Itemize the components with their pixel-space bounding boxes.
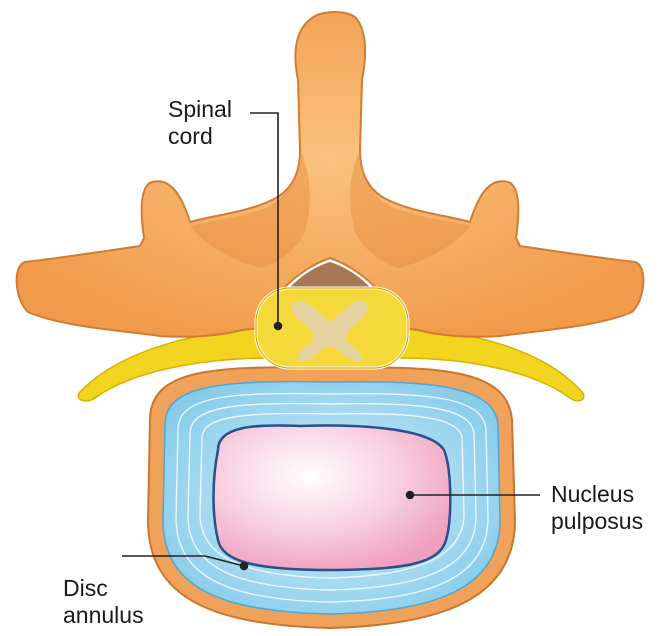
disc-group <box>148 367 515 628</box>
disc-label-line2: annulus <box>63 602 144 629</box>
nucleus-label: Nucleus pulposus <box>551 481 643 535</box>
disc-label-line1: Disc <box>63 575 144 602</box>
nucleus-label-line2: pulposus <box>551 508 643 535</box>
spinal-cord-label-line2: cord <box>168 123 232 150</box>
spinal-cord-label-line1: Spinal <box>168 96 232 123</box>
nucleus-label-line1: Nucleus <box>551 481 643 508</box>
spinal-cord-label: Spinal cord <box>168 96 232 150</box>
nucleus-pulposus <box>214 425 451 570</box>
disc-label: Disc annulus <box>63 575 144 629</box>
